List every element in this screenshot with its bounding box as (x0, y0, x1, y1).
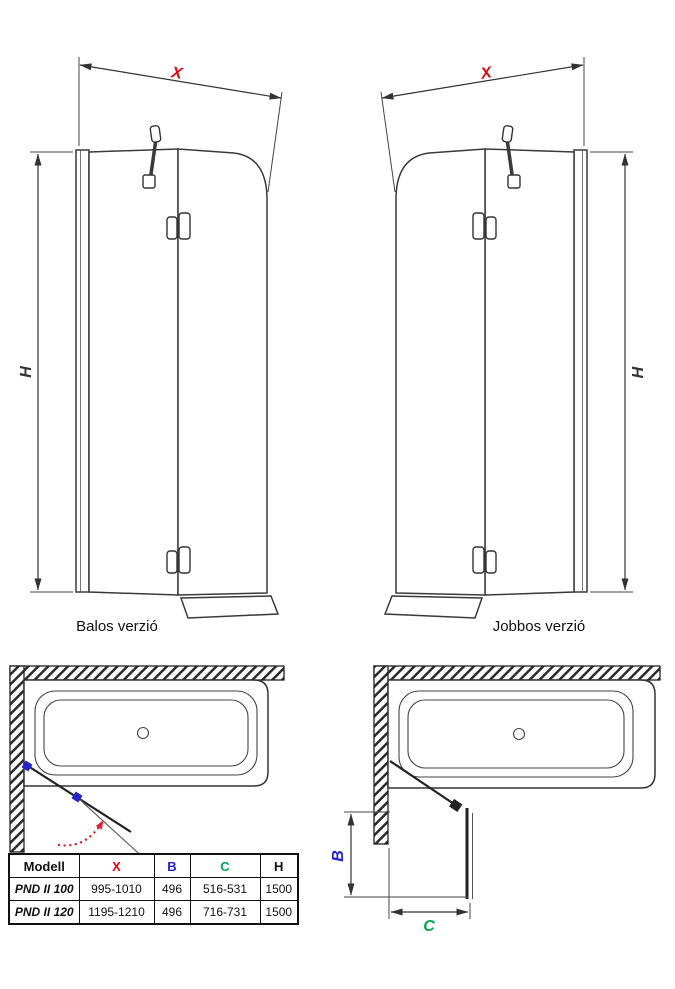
hinge-bottom (166, 550, 178, 574)
column-header-h: H (259, 853, 299, 878)
model-name-cell: PND II 100 (8, 877, 80, 901)
column-header-modell: Modell (8, 853, 80, 878)
model-name-cell: PND II 120 (8, 900, 80, 925)
spec-table: Modell X B C H PND II 100 995-1010 496 5… (8, 853, 299, 925)
bathtub-outline (387, 679, 656, 789)
wall-hatch-left (9, 665, 25, 853)
hinge-top (166, 216, 178, 240)
h-value-cell: 1500 (259, 900, 299, 925)
b-value-cell: 496 (153, 877, 191, 901)
b-value-cell: 496 (153, 900, 191, 925)
left-elevation-drawing (30, 57, 283, 619)
c-value-cell: 516-531 (189, 877, 261, 901)
wall-hatch-top (373, 665, 661, 681)
h-dimension-label-right: H (628, 366, 645, 378)
x-dimension-label-right: X (479, 64, 495, 83)
x-value-cell: 995-1010 (78, 877, 155, 901)
drain-icon (512, 727, 526, 741)
column-header-x: X (78, 853, 155, 878)
fold-direction-arrow-icon (57, 819, 105, 847)
handle-icon (148, 137, 158, 183)
panel-hinge-marker (71, 791, 83, 803)
drain-icon (136, 726, 150, 740)
caption-left-version: Balos verzió (76, 618, 158, 635)
bathtub-basin (407, 699, 625, 769)
bathtub-outline (23, 679, 269, 787)
corner-bracket (449, 798, 463, 812)
wall-pivot-marker (21, 760, 33, 772)
table-row: PND II 100 995-1010 496 516-531 1500 (8, 877, 299, 901)
bathtub-rim (398, 690, 634, 778)
h-dimension-label-left: H (18, 366, 35, 378)
x-dimension-line (79, 63, 282, 100)
wall-profile (75, 149, 90, 593)
hinge-top (178, 212, 191, 240)
bathtub-basin (43, 699, 249, 767)
x-value-cell: 1195-1210 (78, 900, 155, 925)
x-extension-line (267, 91, 283, 193)
handle-bracket (142, 174, 156, 189)
column-header-b: B (153, 853, 191, 878)
folding-glass-panel (177, 148, 268, 596)
x-dimension-label-left: X (169, 64, 185, 83)
hinge-bottom (178, 546, 191, 574)
right-plan-view (344, 665, 661, 919)
table-header-row: Modell X B C H (8, 853, 299, 878)
screen-folded-panel-line (389, 760, 458, 807)
handle-knob (149, 125, 162, 143)
fixed-glass-panel (88, 148, 179, 596)
c-dimension-label: C (423, 918, 435, 935)
right-elevation-drawing (381, 57, 633, 618)
table-row: PND II 120 1195-1210 496 716-731 1500 (8, 900, 299, 925)
caption-right-version: Jobbos verzió (493, 618, 586, 635)
h-value-cell: 1500 (259, 877, 299, 901)
column-header-c: C (189, 853, 261, 878)
bottom-rail (179, 595, 280, 619)
wall-hatch-left (373, 665, 389, 845)
bathtub-rim (34, 690, 258, 776)
b-dimension-label: B (330, 850, 347, 862)
left-plan-view (9, 665, 285, 862)
screen-open-panel-line (77, 797, 148, 862)
wall-hatch-top (9, 665, 285, 681)
c-value-cell: 716-731 (189, 900, 261, 925)
